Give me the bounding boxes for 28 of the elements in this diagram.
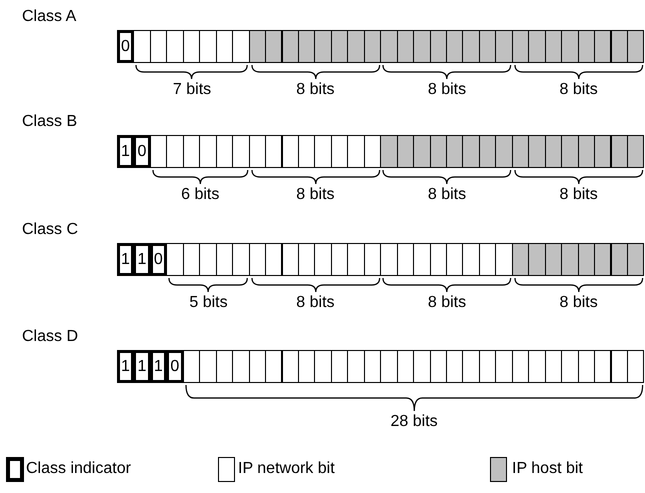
class-indicator-bit: 1 <box>117 350 134 383</box>
bit-count-label: 8 bits <box>559 294 598 312</box>
bit-count-label: 8 bits <box>428 294 466 312</box>
class-indicator-bit: 1 <box>117 135 134 168</box>
bit-count-label: 6 bits <box>181 186 220 204</box>
class-name: Class A <box>22 8 76 26</box>
legend-text: Class indicator <box>26 460 131 478</box>
legend-text: IP network bit <box>238 460 335 478</box>
bit-count-label: 8 bits <box>428 81 466 99</box>
class-name: Class C <box>22 221 78 239</box>
bit-count-label: 8 bits <box>428 186 466 204</box>
class-name: Class D <box>22 328 78 346</box>
class-indicator-bit: 0 <box>166 350 184 383</box>
bit-count-label: 7 bits <box>172 81 212 99</box>
class-name: Class B <box>22 113 78 131</box>
class-indicator-bit: 1 <box>117 243 134 276</box>
bit-count-label: 8 bits <box>296 81 335 99</box>
bit-count-label: 8 bits <box>559 186 598 204</box>
bit-count-label: 28 bits <box>390 413 438 431</box>
bit-count-label: 8 bits <box>559 81 598 99</box>
bit-count-label: 5 bits <box>189 294 228 312</box>
class-indicator-bit: 1 <box>133 243 151 276</box>
bit-count-label: 8 bits <box>296 186 335 204</box>
legend-text: IP host bit <box>512 460 583 478</box>
class-indicator-bit: 1 <box>133 350 151 383</box>
bit-count-label: 8 bits <box>296 294 335 312</box>
class-indicator-bit: 0 <box>133 135 151 168</box>
class-indicator-bit: 0 <box>117 30 134 63</box>
